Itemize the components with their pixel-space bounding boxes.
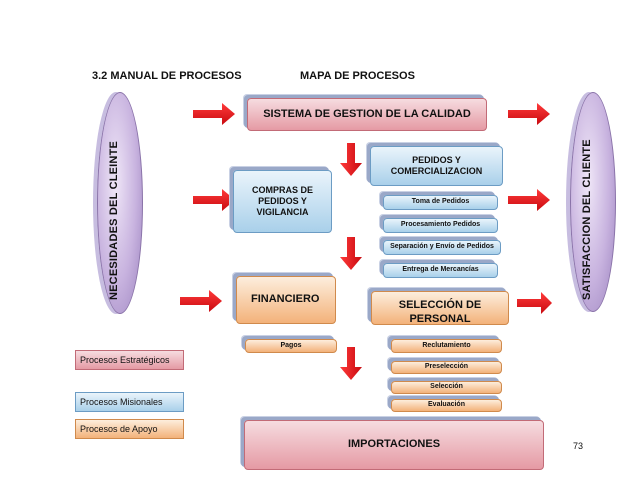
financiero-box: FINANCIERO [236,276,336,324]
financiero-item: Pagos [245,339,337,353]
manual-title: 3.2 MANUAL DE PROCESOS [92,70,242,82]
arrow-down-1 [340,143,362,176]
arrow-left-bottom [180,290,222,312]
pedidos-item: Separación y Envío de Pedidos [383,240,501,255]
pedidos-item: Entrega de Mercancías [383,263,498,278]
compras-box: COMPRAS DE PEDIDOS Y VIGILANCIA [233,170,332,233]
left-client-oval [97,92,143,314]
seleccion-box: SELECCIÓN DE PERSONAL [371,291,509,325]
seleccion-item: Evaluación [391,399,502,412]
arrow-left-middle [193,189,235,211]
left-client-label: NECESIDADES DEL CLEINTE [108,140,120,300]
legend-missional: Procesos Misionales [75,392,184,412]
seleccion-item: Preselección [391,361,502,374]
arrow-down-2 [340,237,362,270]
map-title: MAPA DE PROCESOS [300,70,415,82]
pedidos-item: Toma de Pedidos [383,195,498,210]
arrow-right-top [508,103,550,125]
sgc-box: SISTEMA DE GESTION DE LA CALIDAD [247,98,487,131]
right-client-oval [570,92,616,312]
legend-strategic: Procesos Estratégicos [75,350,184,370]
legend-support: Procesos de Apoyo [75,419,184,439]
seleccion-item: Selección [391,381,502,394]
arrow-right-bottom [517,292,552,314]
right-client-label: SATISFACCION DEL CLIENTE [581,139,593,300]
seleccion-item: Reclutamiento [391,339,502,353]
pedidos-box: PEDIDOS Y COMERCIALIZACION [370,146,503,186]
arrow-left-top [193,103,235,125]
importaciones-box: IMPORTACIONES [244,420,544,470]
arrow-right-middle [508,189,550,211]
page-number: 73 [573,441,584,451]
arrow-down-3 [340,347,362,380]
pedidos-item: Procesamiento Pedidos [383,218,498,233]
